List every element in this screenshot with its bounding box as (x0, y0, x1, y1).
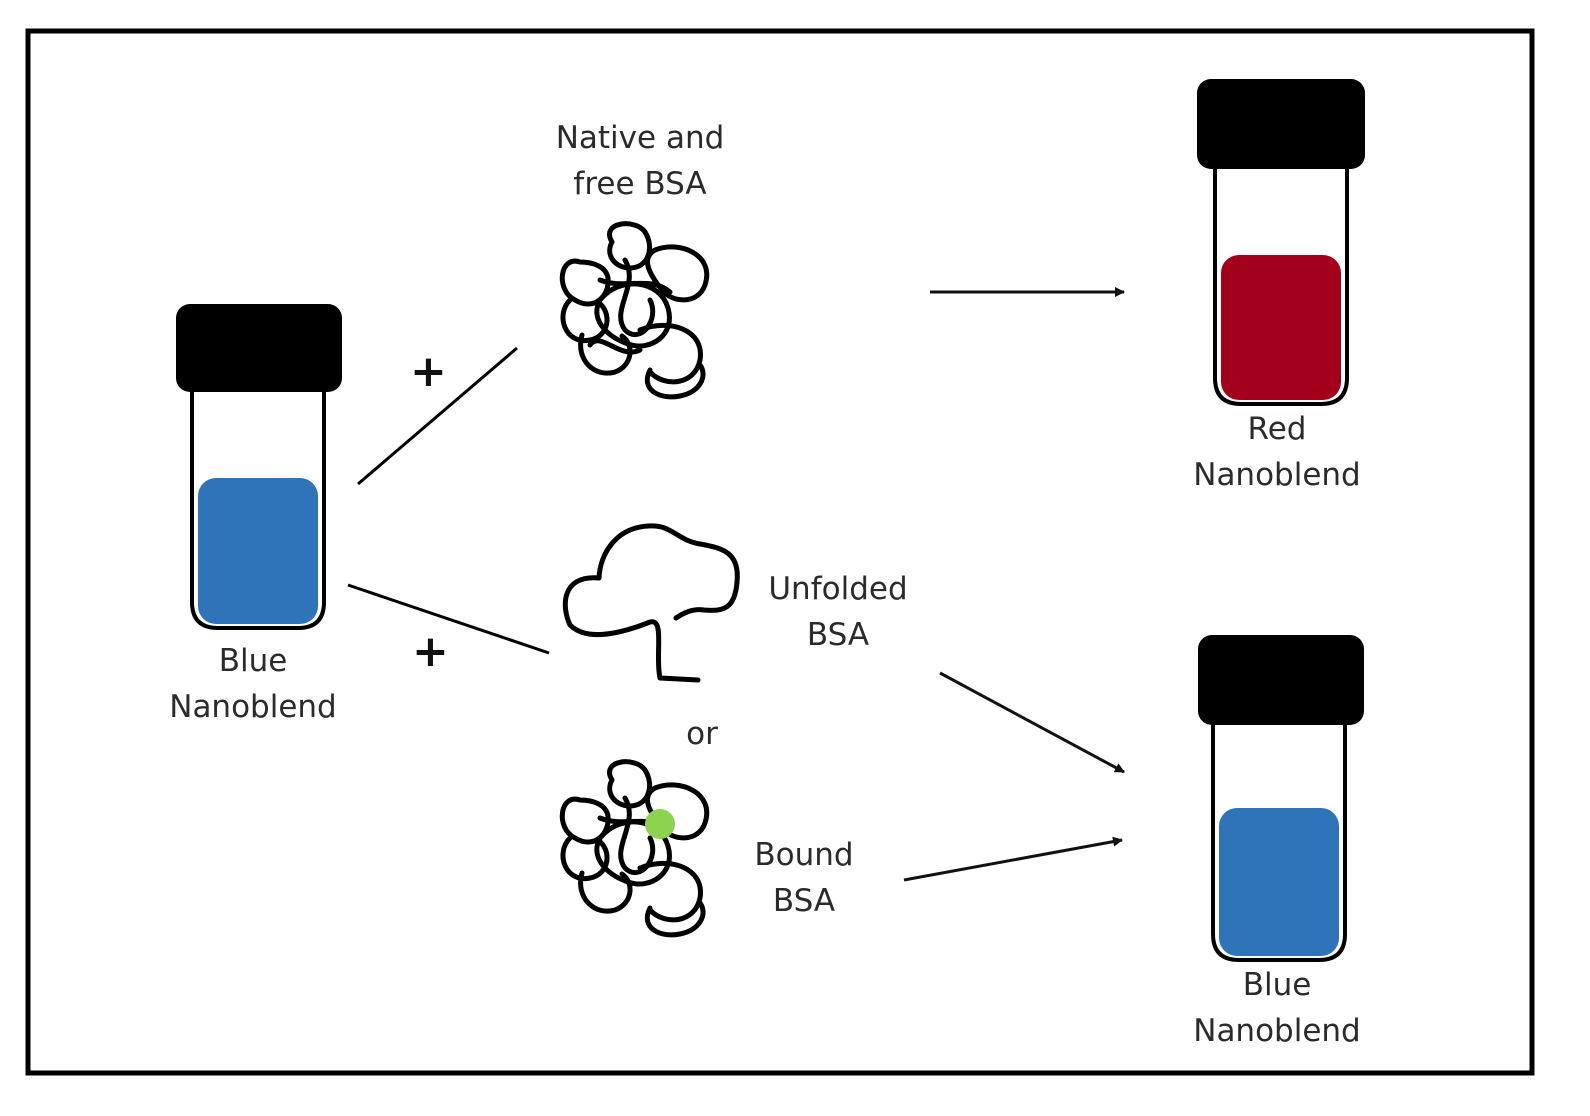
vial-red (1197, 79, 1365, 406)
vial-body (1213, 169, 1349, 406)
arrow-bound-to-blue-vial (903, 836, 1123, 882)
vial-blue-left (176, 304, 342, 630)
unfolded-bsa-label-line2: BSA (806, 617, 870, 653)
bound-ligand-dot (645, 809, 675, 839)
vial-cap (1197, 79, 1365, 169)
bound-bsa-label-line1: Bound (754, 837, 854, 873)
bound-bsa-label: Bound BSA (736, 832, 872, 924)
plus-sign-bottom: + (412, 626, 449, 677)
vial-liquid (198, 478, 318, 624)
or-label: or (686, 716, 718, 752)
blue-nanoblend-right-label-line2: Nanoblend (1193, 1013, 1361, 1049)
vial-cap (1198, 635, 1364, 725)
native-bsa-label-line2: free BSA (573, 166, 707, 202)
blue-nanoblend-left-label: Blue Nanoblend (146, 638, 360, 730)
native-bsa-coil-icon (559, 221, 710, 400)
native-bsa-label: Native and free BSA (540, 115, 740, 207)
blue-nanoblend-left-label-line1: Blue (218, 643, 288, 679)
red-nanoblend-label-line2: Nanoblend (1193, 457, 1361, 493)
vial-body (190, 392, 326, 630)
blue-nanoblend-right-label-line1: Blue (1242, 967, 1312, 1003)
vial-cap (176, 304, 342, 392)
native-bsa-label-line1: Native and (555, 120, 725, 156)
line-to-native-bsa (357, 346, 518, 486)
line-to-unfolded-bsa (347, 583, 550, 655)
vial-liquid (1221, 255, 1341, 400)
unfolded-bsa-chain-icon (562, 523, 740, 683)
arrow-unfolded-to-blue-vial (939, 671, 1125, 774)
vial-blue-right (1198, 635, 1364, 962)
red-nanoblend-label-line1: Red (1247, 411, 1307, 447)
vial-body (1211, 725, 1347, 962)
blue-nanoblend-right-label: Blue Nanoblend (1170, 962, 1384, 1054)
unfolded-bsa-label: Unfolded BSA (752, 566, 924, 658)
unfolded-bsa-label-line1: Unfolded (768, 571, 908, 607)
blue-nanoblend-left-label-line2: Nanoblend (169, 689, 337, 725)
vial-liquid (1219, 808, 1339, 956)
red-nanoblend-label: Red Nanoblend (1170, 406, 1384, 498)
plus-sign-top: + (410, 346, 447, 397)
bound-bsa-label-line2: BSA (772, 883, 836, 919)
